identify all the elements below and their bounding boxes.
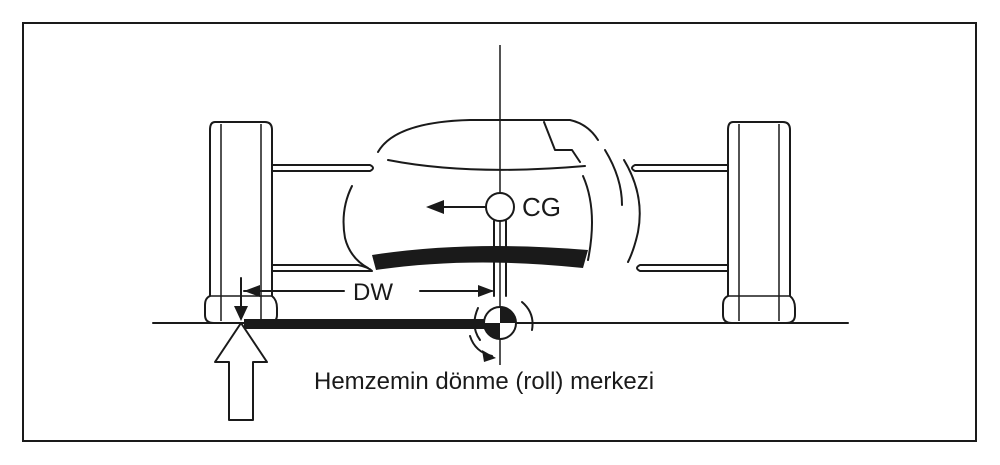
cg-label: CG xyxy=(522,192,561,222)
dw-label: DW xyxy=(353,279,393,306)
moment-arm-bar xyxy=(244,319,485,329)
roll-center-symbol xyxy=(483,306,517,340)
contact-point-arrow xyxy=(234,306,248,321)
cg-marker xyxy=(485,192,515,222)
roll-rotation-arc xyxy=(469,335,493,357)
right-wheel xyxy=(722,121,796,324)
roll-center-caption: Hemzemin dönme (roll) merkezi xyxy=(314,368,654,395)
car-body xyxy=(342,119,641,270)
right-suspension xyxy=(631,164,729,272)
roll-rotation-arrowhead xyxy=(482,350,496,362)
lateral-force-arrowhead xyxy=(426,200,444,214)
left-suspension xyxy=(271,164,374,272)
diagram-frame xyxy=(22,22,977,442)
roll-rotation-arrow xyxy=(473,301,534,341)
tire-force-arrow xyxy=(214,322,268,421)
